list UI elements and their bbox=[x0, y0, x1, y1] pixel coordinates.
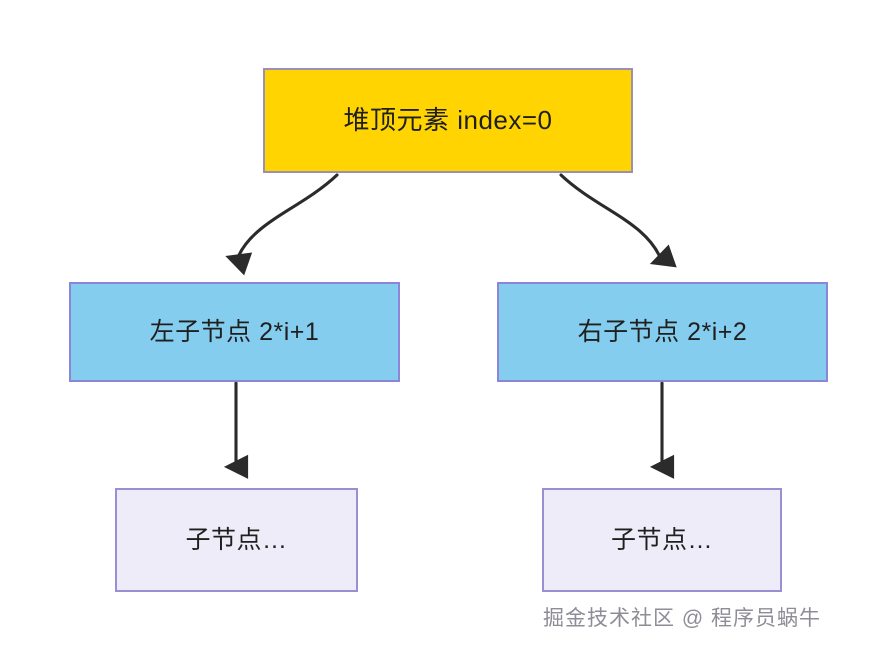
node-right-leaf-label: 子节点… bbox=[610, 526, 713, 554]
node-heap-top-label: 堆顶元素 index=0 bbox=[343, 104, 553, 135]
node-right-leaf: 子节点… bbox=[542, 488, 782, 592]
watermark-text: 掘金技术社区 @ 程序员蜗牛 bbox=[543, 607, 821, 630]
node-left-child: 左子节点 2*i+1 bbox=[69, 282, 400, 382]
edge-root-to-right-child bbox=[559, 173, 677, 268]
node-left-leaf-label: 子节点… bbox=[185, 526, 288, 554]
node-left-child-label: 左子节点 2*i+1 bbox=[149, 318, 320, 346]
node-right-child-label: 右子节点 2*i+2 bbox=[577, 318, 748, 346]
node-left-leaf: 子节点… bbox=[115, 488, 358, 592]
node-heap-top: 堆顶元素 index=0 bbox=[263, 68, 633, 173]
edge-root-to-left-child bbox=[225, 173, 339, 276]
node-right-child: 右子节点 2*i+2 bbox=[497, 282, 828, 382]
